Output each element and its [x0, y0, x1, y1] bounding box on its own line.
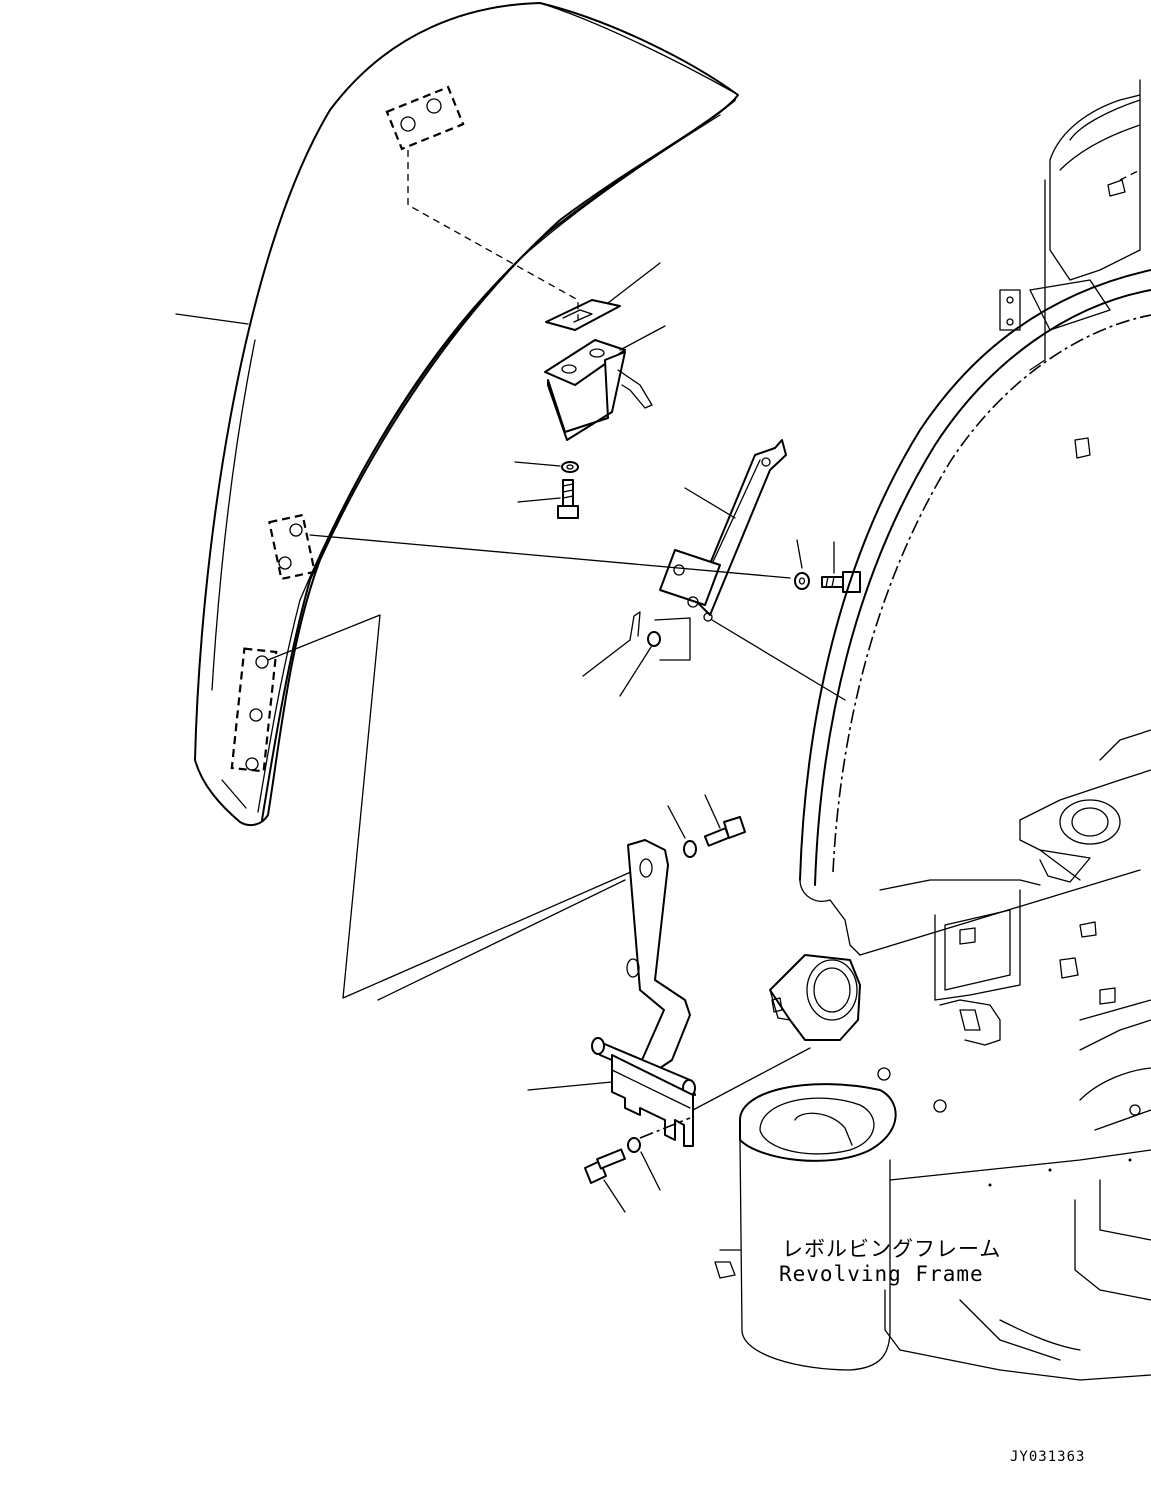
leader-fender: [175, 313, 249, 325]
frame-label-japanese: レボルビングフレーム: [782, 1237, 1001, 1261]
upper-bracket: [544, 325, 666, 441]
fender-cover: [194, 2, 739, 827]
reference-line-4: [692, 1047, 811, 1111]
washer-5: [627, 1137, 661, 1191]
shim-plate: [545, 262, 661, 331]
reference-line-2: [711, 619, 846, 701]
clip: [582, 611, 641, 677]
machine-frame: [714, 79, 1151, 1381]
bolt-4: [584, 1148, 626, 1213]
washer-1: [514, 461, 579, 473]
drawing-code: JY031363: [1010, 1449, 1085, 1465]
bolt-3: [703, 794, 746, 847]
frame-label-english: Revolving Frame: [779, 1262, 984, 1286]
reference-line-1: [309, 534, 791, 579]
reference-line-5: [639, 1117, 691, 1139]
guide-line-stay: [654, 617, 691, 661]
washer-3: [619, 631, 661, 697]
long-stay: [659, 439, 787, 622]
washer-4: [667, 805, 697, 858]
reference-triangle: [267, 614, 641, 999]
washer-2: [794, 539, 810, 590]
guide-line-upper: [407, 150, 579, 320]
lower-bracket: [626, 839, 691, 1069]
bolt-1: [517, 479, 579, 519]
hinge: [527, 1037, 696, 1147]
reference-line-3: [377, 879, 626, 1001]
